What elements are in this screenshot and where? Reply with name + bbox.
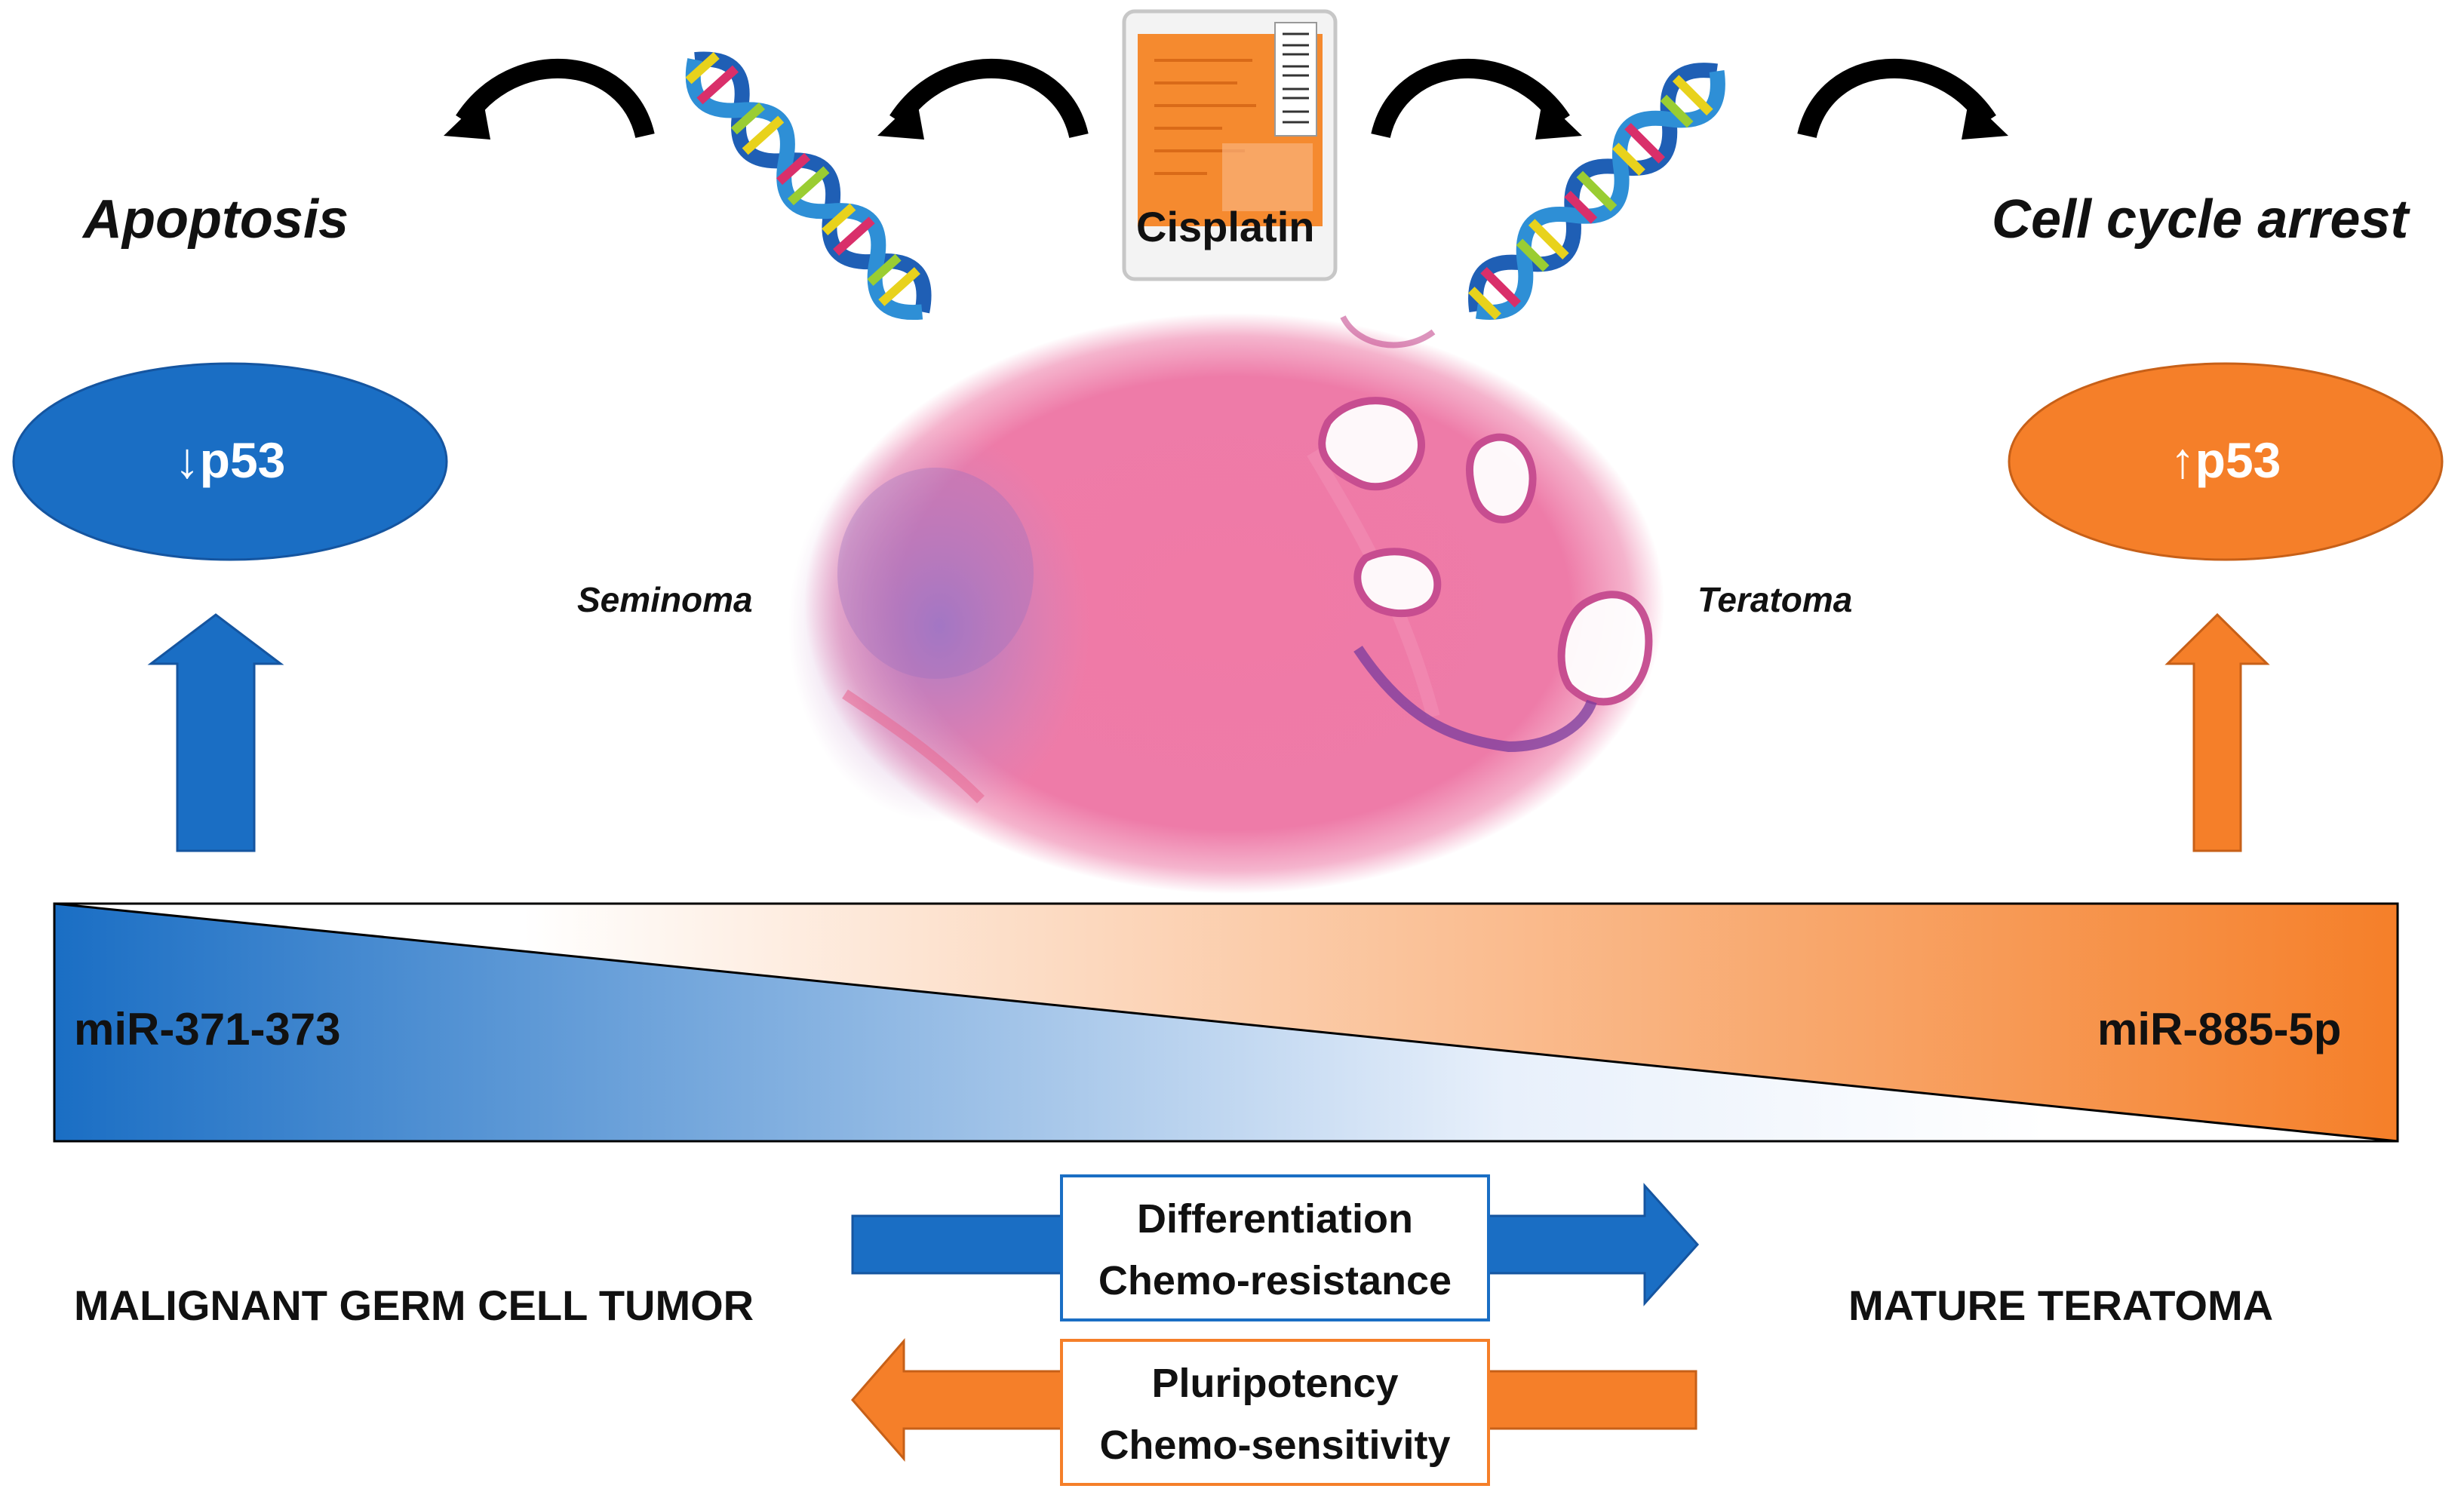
seminoma-label: Seminoma (577, 580, 753, 619)
differentiation-line-1: Differentiation (1136, 1196, 1413, 1242)
curved-arrow-to-left-dna (877, 58, 1089, 140)
p53-up-label: ↑p53 (2170, 432, 2281, 488)
pluripotency-box: Pluripotency Chemo-sensitivity (1060, 1339, 1490, 1486)
differentiation-box: Differentiation Chemo-resistance (1060, 1174, 1490, 1321)
p53-up-ellipse (2008, 362, 2444, 561)
mirna-371-373-label: miR-371-373 (74, 1004, 341, 1054)
pluripotency-line-1: Pluripotency (1151, 1361, 1399, 1406)
curved-arrow-to-apoptosis (444, 58, 655, 140)
curved-arrow-to-right-dna (1371, 58, 1582, 140)
cisplatin-label: Cisplatin (1136, 203, 1315, 250)
mature-teratoma-label: MATURE TERATOMA (1848, 1282, 2274, 1329)
dna-helix-right-icon (1468, 63, 1725, 320)
up-arrow-orange (2164, 612, 2270, 852)
mirna-885-5p-label: miR-885-5p (2097, 1004, 2342, 1054)
dna-helix-left-icon (685, 51, 932, 321)
pluripotency-line-2: Chemo-sensitivity (1099, 1423, 1451, 1468)
malignant-germ-cell-tumor-label: MALIGNANT GERM CELL TUMOR (74, 1282, 754, 1329)
p53-down-label: ↓p53 (174, 432, 286, 488)
apoptosis-label: Apoptosis (83, 189, 349, 250)
teratoma-label: Teratoma (1697, 580, 1853, 619)
p53-down-ellipse (12, 362, 448, 561)
differentiation-line-2: Chemo-resistance (1098, 1258, 1452, 1303)
curved-arrow-to-cell-cycle-arrest (1797, 58, 2008, 140)
cell-cycle-arrest-label: Cell cycle arrest (1992, 189, 2409, 250)
up-arrow-blue (147, 613, 284, 852)
histology-image (788, 313, 1664, 894)
mirna-gradient-bar (53, 902, 2399, 1143)
cisplatin-bag-icon (1122, 9, 1338, 281)
